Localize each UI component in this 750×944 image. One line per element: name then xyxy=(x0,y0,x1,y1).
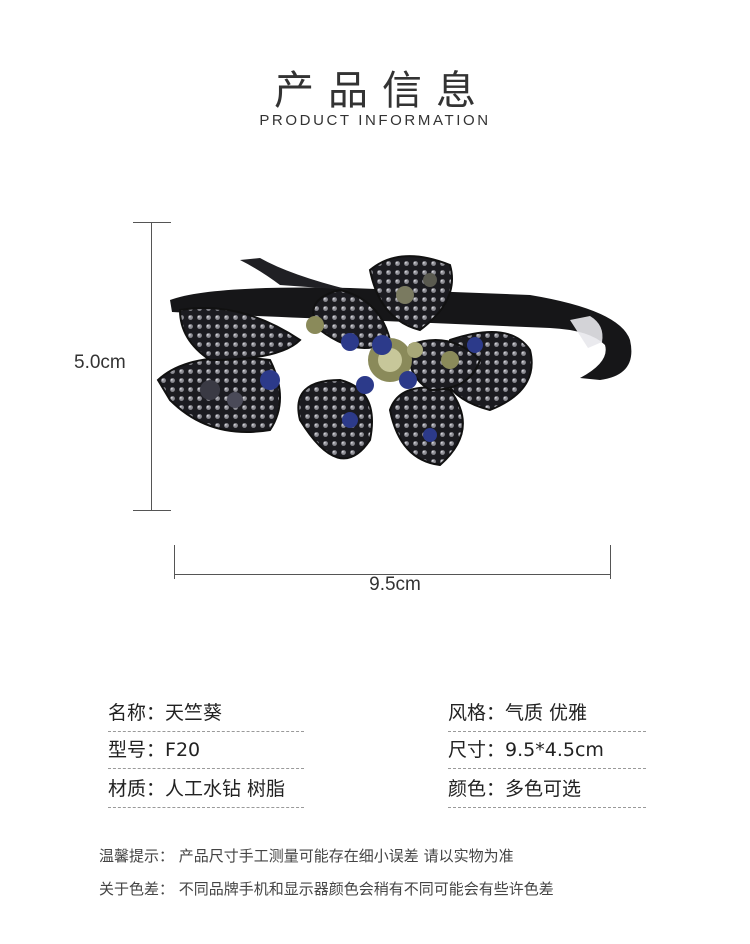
color-difference-text: 不同品牌手机和显示器颜色会稍有不同可能会有些许色差 xyxy=(178,880,554,898)
spec-material-value: 人工水钻 树脂 xyxy=(165,778,286,800)
spec-size: 尺寸：9.5*4.5cm xyxy=(448,732,646,769)
spec-color-value: 多色可选 xyxy=(505,778,582,800)
spec-material: 材质：人工水钻 树脂 xyxy=(108,771,304,808)
spec-name-value: 天竺葵 xyxy=(165,702,223,724)
spec-color-label: 颜色： xyxy=(448,778,506,800)
product-image xyxy=(156,255,632,467)
page-title-cn: 产品信息 xyxy=(274,68,490,114)
tip-note-label: 温馨提示： xyxy=(99,847,175,865)
spec-model-value: F20 xyxy=(165,739,201,761)
spec-name-label: 名称： xyxy=(108,702,166,724)
height-dimension-line xyxy=(151,222,152,511)
spec-material-label: 材质： xyxy=(108,778,166,800)
page-title-en: PRODUCT INFORMATION xyxy=(259,112,491,129)
spec-color: 颜色：多色可选 xyxy=(448,771,646,808)
height-dimension-cap-bottom xyxy=(133,510,171,511)
tip-note-text: 产品尺寸手工测量可能存在细小误差 请以实物为准 xyxy=(178,847,514,865)
spec-style-value: 气质 优雅 xyxy=(505,702,588,724)
spec-size-value: 9.5*4.5cm xyxy=(505,739,604,761)
width-dimension-label: 9.5cm xyxy=(369,574,421,595)
width-dimension-cap-right xyxy=(610,545,611,579)
height-dimension-label: 5.0cm xyxy=(74,350,126,376)
width-dimension-line xyxy=(174,574,611,575)
spec-name: 名称：天竺葵 xyxy=(108,695,304,732)
spec-model: 型号：F20 xyxy=(108,732,304,769)
height-dimension-cap-top xyxy=(133,222,171,223)
spec-model-label: 型号： xyxy=(108,739,166,761)
spec-style-label: 风格： xyxy=(448,702,506,724)
color-difference-note: 关于色差： 不同品牌手机和显示器颜色会稍有不同可能会有些许色差 xyxy=(99,878,554,899)
color-difference-label: 关于色差： xyxy=(99,880,175,898)
spec-style: 风格：气质 优雅 xyxy=(448,695,646,732)
spec-size-label: 尺寸： xyxy=(448,739,506,761)
width-dimension-cap-left xyxy=(174,545,175,579)
tip-note: 温馨提示： 产品尺寸手工测量可能存在细小误差 请以实物为准 xyxy=(99,845,514,866)
